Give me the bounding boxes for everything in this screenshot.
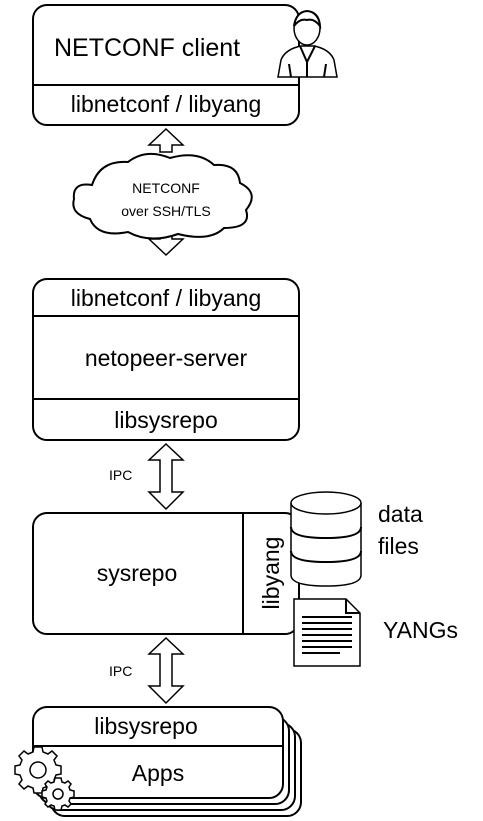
ipc-lower-arrow-icon [147,636,185,705]
server-name: netopeer-server [85,345,248,371]
ipc-upper-label: IPC [109,467,132,483]
netconf-client-box: NETCONF client libnetconf / libyang [32,4,300,126]
document-icon [293,598,361,667]
sysrepo-side-lib-label: libyang [258,537,284,610]
ipc-lower-label: IPC [109,663,132,679]
transport-line1: NETCONF [132,180,200,196]
sysrepo-box: sysrepo libyang [32,512,300,635]
client-lib-label: libnetconf / libyang [71,91,262,117]
user-icon [277,9,338,78]
server-lib-bottom-label: libsysrepo [114,407,218,433]
cloud-icon: NETCONF over SSH/TLS [72,152,253,240]
netopeer-server-box: libnetconf / libyang netopeer-server lib… [32,278,300,441]
yangs-label: YANGs [383,617,458,643]
transport-line2: over SSH/TLS [121,203,210,219]
server-lib-top-label: libnetconf / libyang [71,285,262,311]
ipc-upper-arrow-icon [147,442,185,511]
netconf-client-title: NETCONF client [54,34,240,62]
data-files-line1: data [378,501,423,527]
sysrepo-name: sysrepo [97,560,178,586]
data-files-line2: files [378,533,419,559]
gears-icon [14,746,75,811]
apps-lib-label: libsysrepo [94,713,198,739]
apps-name: Apps [132,760,184,786]
apps-stack: libsysrepo Apps [32,706,302,817]
database-icon [290,491,362,587]
